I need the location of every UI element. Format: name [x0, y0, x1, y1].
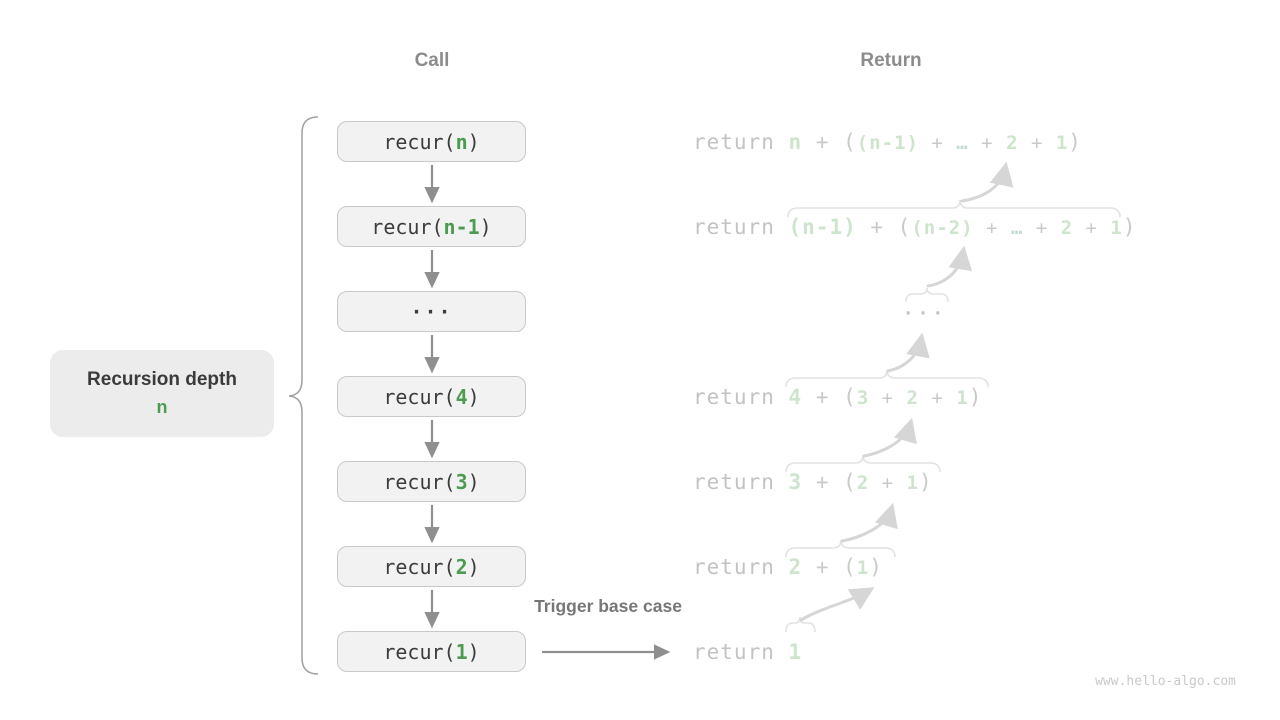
code-token: 1 [856, 557, 870, 579]
call-box-recur-3: recur(3) [337, 461, 526, 502]
ellipsis-text: ··· [410, 299, 453, 324]
code-token: n [788, 130, 803, 154]
call-box-recur-2: recur(2) [337, 546, 526, 587]
return-arrow [960, 161, 1014, 203]
return-row-6: return 2 + (1) [693, 552, 883, 582]
code-token: recur( [383, 384, 456, 409]
code-token: + [1023, 217, 1061, 239]
code-token: + [973, 217, 1011, 239]
code-token: ) [1068, 130, 1082, 154]
code-token: return [693, 640, 789, 664]
return-arrow [886, 332, 930, 373]
return-row-3: ··· [899, 297, 951, 327]
code-token: return [693, 130, 789, 154]
code-token: recur( [383, 129, 456, 154]
code-token: + [869, 387, 907, 409]
code-token: return [693, 215, 789, 239]
call-box-recur-n-1: recur(n-1) [337, 206, 526, 247]
code-token: return [693, 470, 789, 494]
code-token: return [693, 385, 789, 409]
code-token: (n-2) [911, 217, 974, 239]
code-token: 2 [788, 555, 803, 579]
return-row-7: return 1 [693, 637, 802, 667]
code-token: ) [479, 214, 492, 239]
trigger-base-case-label: Trigger base case [534, 596, 682, 616]
recursion-depth-label: Recursion depth n [50, 350, 274, 437]
code-token: (n-1) [788, 215, 857, 239]
code-token: ) [467, 554, 480, 579]
code-token: ) [968, 385, 983, 409]
code-token: + [1073, 217, 1111, 239]
recursion-depth-brace [288, 116, 319, 675]
code-token: + [918, 132, 957, 154]
code-token: recur( [371, 214, 444, 239]
code-token: + ( [802, 555, 857, 579]
code-token: ··· [902, 303, 948, 324]
code-token: … [1010, 217, 1024, 239]
return-arrow [926, 245, 973, 288]
code-token: 2 [1006, 132, 1019, 154]
code-token: ) [467, 639, 480, 664]
code-token: n-1 [443, 214, 480, 239]
code-token: + [968, 132, 1007, 154]
return-arrow [840, 502, 898, 543]
code-token: ) [467, 469, 480, 494]
code-token: + [1018, 132, 1056, 154]
call-box-ellipsis: ··· [337, 291, 526, 332]
code-token: 2 [906, 387, 919, 409]
return-row-4: return 4 + (3 + 2 + 1) [693, 382, 982, 412]
code-token: (n-1) [856, 132, 919, 154]
code-token: n [455, 129, 468, 154]
code-token: 2 [1060, 217, 1074, 239]
code-token: 1 [455, 639, 468, 664]
code-token: recur( [383, 554, 456, 579]
code-token: + [869, 472, 907, 494]
code-token: + ( [856, 215, 912, 239]
code-token: 1 [788, 640, 803, 664]
call-box-recur-n: recur(n) [337, 121, 526, 162]
return-arrow [799, 587, 875, 622]
code-token: 1 [1110, 217, 1123, 239]
recursion-depth-title: Recursion depth [87, 369, 237, 390]
code-token: + [918, 387, 957, 409]
code-token: + ( [802, 130, 857, 154]
recursion-depth-value: n [156, 397, 168, 417]
return-column-header: Return [860, 50, 922, 71]
code-token: 3 [856, 387, 870, 409]
code-token: 2 [455, 554, 468, 579]
code-token: 3 [455, 469, 468, 494]
code-token: 3 [788, 470, 803, 494]
watermark: www.hello-algo.com [1095, 674, 1236, 689]
code-token: 1 [906, 472, 919, 494]
code-token: 1 [956, 387, 969, 409]
call-box-recur-1: recur(1) [337, 631, 526, 672]
call-box-recur-4: recur(4) [337, 376, 526, 417]
return-arrow [862, 417, 917, 458]
code-token: recur( [383, 639, 456, 664]
code-token: 4 [788, 385, 803, 409]
return-row-5: return 3 + (2 + 1) [693, 467, 933, 497]
code-token: ) [1122, 215, 1137, 239]
code-token: ) [467, 384, 480, 409]
call-column-header: Call [414, 50, 450, 71]
code-token: ) [467, 129, 480, 154]
code-token: recur( [383, 469, 456, 494]
code-token: ) [869, 555, 883, 579]
code-token: … [956, 132, 969, 154]
code-token: + ( [802, 470, 857, 494]
code-token: 2 [856, 472, 870, 494]
return-row-2: return (n-1) + ((n-2) + … + 2 + 1) [693, 212, 1137, 242]
return-row-1: return n + ((n-1) + … + 2 + 1) [693, 127, 1082, 157]
overbrace-row-7 [785, 616, 816, 633]
code-token: 1 [1055, 132, 1069, 154]
code-token: 4 [455, 384, 468, 409]
code-token: + ( [802, 385, 857, 409]
code-token: ) [918, 470, 933, 494]
code-token: return [693, 555, 789, 579]
